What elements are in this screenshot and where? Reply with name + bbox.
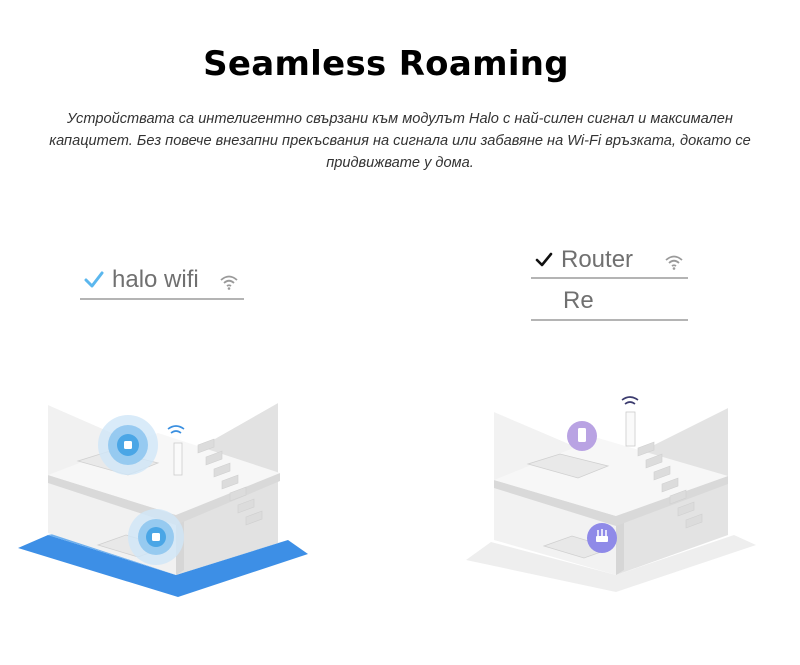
network-row-router[interactable]: Router [531,243,688,279]
network-name: Router [561,246,634,273]
wifi-signal-icon [220,274,238,290]
network-name: Re [563,287,594,314]
checkmark-icon [84,271,104,289]
checkmark-icon [535,252,553,268]
router-house-illustration [466,378,756,592]
network-row-re[interactable]: Re [531,283,688,321]
halo-house-illustration [18,370,308,597]
network-name: halo wifi [112,266,199,293]
wifi-signal-icon [665,254,683,270]
router-network-list: Router Re [531,243,688,323]
network-row-halo-wifi[interactable]: halo wifi [80,262,244,300]
halo-network-list: halo wifi [80,262,244,302]
page-title: Seamless Roaming [203,44,569,84]
feature-description: Устройствата са интелигентно свързани къ… [49,111,751,171]
